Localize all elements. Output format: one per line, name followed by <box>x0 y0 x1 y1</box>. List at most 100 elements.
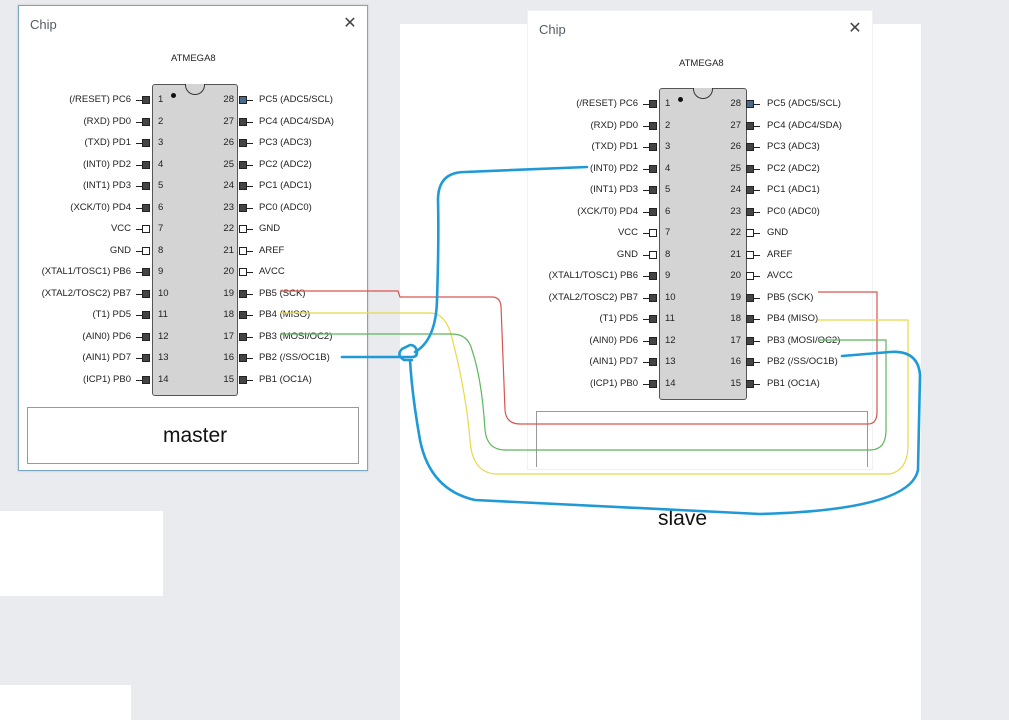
pin-10-terminal[interactable] <box>142 289 150 298</box>
pin-number: 16 <box>223 352 234 363</box>
pin-21-terminal[interactable] <box>239 246 247 255</box>
pin-5-terminal[interactable] <box>142 182 150 190</box>
pin-12-terminal[interactable] <box>142 332 150 341</box>
pin-25-terminal[interactable] <box>239 160 247 169</box>
pin-8-terminal[interactable] <box>142 246 150 255</box>
pin-11-terminal[interactable] <box>649 315 657 323</box>
pin-lead <box>136 315 142 316</box>
pin-lead <box>136 186 142 187</box>
close-button[interactable]: ✕ <box>848 20 862 37</box>
pin-9-terminal[interactable] <box>649 272 657 280</box>
window-titlebar[interactable]: Chip ✕ <box>19 6 367 42</box>
pin-16-terminal[interactable] <box>239 354 247 362</box>
pin-7-terminal[interactable] <box>142 225 150 233</box>
pin-23-terminal[interactable] <box>746 207 754 216</box>
pin-24-terminal[interactable] <box>746 186 754 194</box>
pin-lead <box>136 229 142 230</box>
pin-28-terminal[interactable] <box>746 100 754 108</box>
pin-11-terminal[interactable] <box>142 311 150 319</box>
pin-21-terminal[interactable] <box>746 250 754 259</box>
pin-1-terminal[interactable] <box>649 100 657 108</box>
pin-4-terminal[interactable] <box>649 164 657 173</box>
pin-13-terminal[interactable] <box>649 358 657 366</box>
pin-2-terminal[interactable] <box>649 121 657 130</box>
close-button[interactable]: ✕ <box>343 15 357 32</box>
pin-label: PB1 (OC1A) <box>767 377 820 389</box>
pin-10-terminal[interactable] <box>649 293 657 302</box>
pin-19-terminal[interactable] <box>746 293 754 302</box>
pin-15-terminal[interactable] <box>746 379 754 388</box>
pin-6-terminal[interactable] <box>649 207 657 216</box>
pin-lead <box>136 358 142 359</box>
miso-wire[interactable] <box>280 312 909 475</box>
pin-6-terminal[interactable] <box>142 203 150 212</box>
chip-title: ATMEGA8 <box>679 58 724 69</box>
pin-18-terminal[interactable] <box>239 311 247 319</box>
pin-14-terminal[interactable] <box>142 375 150 384</box>
pin-18-terminal[interactable] <box>746 315 754 323</box>
pin-3-terminal[interactable] <box>142 139 150 147</box>
pin-17-terminal[interactable] <box>239 332 247 341</box>
pin-27-terminal[interactable] <box>746 121 754 130</box>
pin-lead <box>247 121 253 123</box>
pin-number: 16 <box>730 356 741 367</box>
pin-5-terminal[interactable] <box>649 186 657 194</box>
pin-7-terminal[interactable] <box>649 229 657 237</box>
pin-number: 19 <box>223 287 234 299</box>
pin-4-terminal[interactable] <box>142 160 150 169</box>
pin-number: 4 <box>158 158 164 170</box>
pin-label: PB4 (MISO) <box>767 313 819 324</box>
pin-number: 20 <box>223 266 234 277</box>
sck-wire[interactable] <box>280 290 878 425</box>
pin-label: VCC <box>617 227 638 238</box>
pin-24-terminal[interactable] <box>239 182 247 190</box>
pin-26-terminal[interactable] <box>746 143 754 151</box>
pin-label: PC2 (ADC2) <box>767 162 820 174</box>
pin-15-terminal[interactable] <box>239 375 247 384</box>
pin-17-terminal[interactable] <box>746 336 754 345</box>
pin-28-terminal[interactable] <box>239 96 247 104</box>
pin-27-terminal[interactable] <box>239 117 247 126</box>
pin-lead <box>247 186 253 187</box>
pin-label: PB5 (SCK) <box>259 287 306 299</box>
pin-22-terminal[interactable] <box>239 225 247 233</box>
pin-lead <box>754 383 760 385</box>
pin-1-terminal[interactable] <box>142 96 150 104</box>
ss-wire[interactable] <box>340 165 922 516</box>
pin-25-terminal[interactable] <box>746 164 754 173</box>
pin-lead <box>754 104 760 105</box>
pin-lead <box>247 250 253 252</box>
pin-16-terminal[interactable] <box>746 358 754 366</box>
pin-number: 27 <box>730 119 741 131</box>
pin-lead <box>754 340 760 342</box>
pin-2-terminal[interactable] <box>142 117 150 126</box>
pin-23-terminal[interactable] <box>239 203 247 212</box>
pin-number: 8 <box>158 244 164 256</box>
pin-number: 18 <box>223 309 234 320</box>
pin-22-terminal[interactable] <box>746 229 754 237</box>
pin-14-terminal[interactable] <box>649 379 657 388</box>
pin-8-terminal[interactable] <box>649 250 657 259</box>
pin-19-terminal[interactable] <box>239 289 247 298</box>
pin-lead <box>754 276 760 277</box>
pin-lead <box>247 336 253 338</box>
window-titlebar[interactable]: Chip ✕ <box>528 11 872 47</box>
pin-label: PC1 (ADC1) <box>259 180 312 191</box>
mosi-wire[interactable] <box>280 333 887 451</box>
pin-13-terminal[interactable] <box>142 354 150 362</box>
pin-20-terminal[interactable] <box>239 268 247 276</box>
pin-label: AREF <box>259 244 285 256</box>
pin-label: (T1) PD5 <box>92 309 131 320</box>
pin-12-terminal[interactable] <box>649 336 657 345</box>
pin-3-terminal[interactable] <box>649 143 657 151</box>
pin-9-terminal[interactable] <box>142 268 150 276</box>
pin-label: AVCC <box>259 266 285 277</box>
pin-number: 10 <box>158 287 169 299</box>
pin-label: PB2 (/SS/OC1B) <box>259 352 330 363</box>
pin-20-terminal[interactable] <box>746 272 754 280</box>
pin-number: 14 <box>158 373 169 385</box>
pin-26-terminal[interactable] <box>239 139 247 147</box>
pin-number: 25 <box>730 162 741 174</box>
